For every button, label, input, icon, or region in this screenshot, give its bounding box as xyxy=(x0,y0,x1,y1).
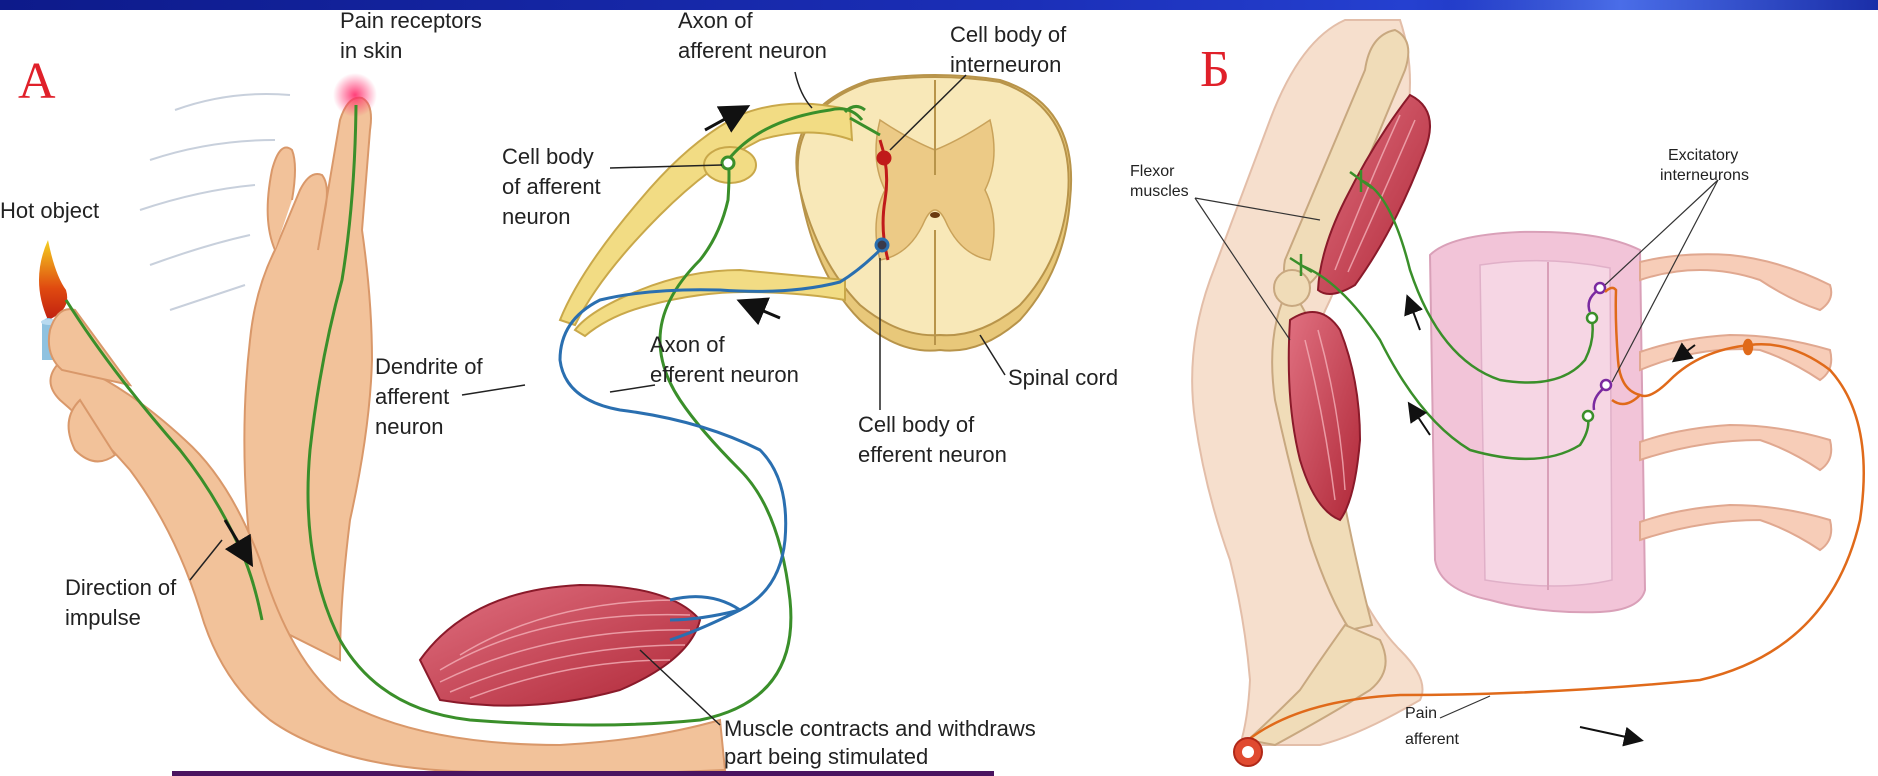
label-spinal-cord: Spinal cord xyxy=(1008,365,1118,390)
label-hot-object: Hot object xyxy=(0,198,99,223)
panel-b-letter: Б xyxy=(1200,41,1230,98)
label-cell-body-afferent-3: neuron xyxy=(502,204,571,229)
label-muscle-contracts-2: part being stimulated xyxy=(724,744,928,769)
label-pain-afferent-1: Pain xyxy=(1405,705,1437,722)
label-dendrite-afferent-2: afferent xyxy=(375,384,449,409)
label-dendrite-afferent-1: Dendrite of xyxy=(375,354,484,379)
bottom-divider xyxy=(172,771,994,776)
arrow-efferent-direction xyxy=(742,302,780,318)
label-cell-body-afferent-1: Cell body xyxy=(502,144,594,169)
label-pain-receptors-1: Pain receptors xyxy=(340,8,482,33)
label-cell-body-afferent-2: of afferent xyxy=(502,174,601,199)
label-direction-impulse-1: Direction of xyxy=(65,575,177,600)
label-direction-impulse-2: impulse xyxy=(65,605,141,630)
pain-receptor-icon xyxy=(1234,738,1262,766)
panel-a: А xyxy=(0,8,1118,774)
label-excitatory-2: interneurons xyxy=(1660,167,1749,184)
panel-a-letter: А xyxy=(18,53,56,110)
label-flexor-2: muscles xyxy=(1130,183,1189,200)
label-axon-afferent-1: Axon of xyxy=(678,8,753,33)
label-cell-body-efferent-1: Cell body of xyxy=(858,412,975,437)
label-axon-afferent-2: afferent neuron xyxy=(678,38,827,63)
spinal-nerves-b xyxy=(1640,254,1831,550)
label-pain-receptors-2: in skin xyxy=(340,38,402,63)
label-axon-efferent-2: efferent neuron xyxy=(650,362,799,387)
label-pain-afferent-2: afferent xyxy=(1405,731,1460,748)
label-flexor-1: Flexor xyxy=(1130,163,1175,180)
label-muscle-contracts-1: Muscle contracts and withdraws xyxy=(724,716,1036,741)
label-cell-body-interneuron-2: interneuron xyxy=(950,52,1061,77)
panel-b: Б xyxy=(1130,20,1864,766)
label-excitatory-1: Excitatory xyxy=(1668,147,1738,164)
label-dendrite-afferent-3: neuron xyxy=(375,414,444,439)
biceps-muscle xyxy=(420,585,700,706)
label-cell-body-efferent-2: efferent neuron xyxy=(858,442,1007,467)
label-axon-efferent-1: Axon of xyxy=(650,332,725,357)
label-cell-body-interneuron-1: Cell body of xyxy=(950,22,1067,47)
